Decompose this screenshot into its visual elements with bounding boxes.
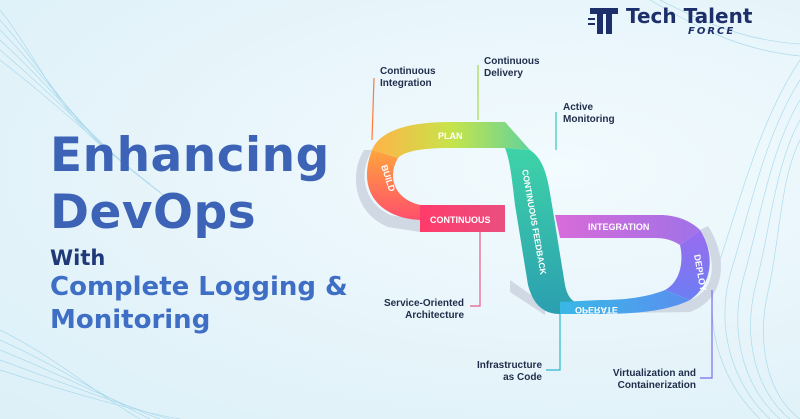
brand-name: Tech Talent — [626, 4, 753, 28]
loop-segment-operate — [560, 290, 690, 314]
loop-segment-deploy — [665, 230, 710, 300]
callout-cd-line1: Continuous — [484, 56, 540, 67]
headline-line-1: Enhancing — [50, 128, 330, 183]
tt-logo-icon — [588, 8, 618, 34]
loop-segment-continuous — [420, 205, 505, 232]
loop-segment-plan — [372, 122, 530, 158]
label-continuous: CONTINUOUS — [430, 215, 491, 225]
callout-virtualization-containerization: Virtualization and Containerization — [600, 368, 696, 392]
callout-vc-line2: Containerization — [617, 380, 696, 391]
headline-line-2: DevOps — [50, 185, 257, 240]
callout-iac-line1: Infrastructure — [476, 360, 542, 371]
headline-connector: With — [50, 246, 106, 270]
callout-ci-line2: Integration — [380, 78, 432, 89]
connector-ci — [371, 77, 375, 141]
callout-soa-line2: Architecture — [405, 310, 464, 321]
label-integration: INTEGRATION — [588, 222, 649, 232]
callout-cd-line2: Delivery — [484, 68, 523, 79]
callout-service-oriented-architecture: Service-Oriented Architecture — [378, 298, 464, 322]
loop-segment-continuous-feedback — [505, 148, 590, 314]
subheadline-line-2: Monitoring — [50, 305, 211, 335]
label-plan: PLAN — [438, 131, 463, 141]
connector-soa — [470, 232, 481, 307]
callout-iac-line2: as Code — [503, 372, 542, 383]
callout-active-monitoring: Active Monitoring — [563, 102, 615, 126]
callout-am-line2: Monitoring — [563, 114, 615, 125]
connector-vc — [700, 290, 713, 379]
callout-soa-line1: Service-Oriented — [383, 298, 464, 309]
subheadline-line-1: Complete Logging & — [50, 272, 348, 302]
label-operate: OPERATE — [575, 305, 618, 315]
callout-continuous-delivery: Continuous Delivery — [484, 56, 540, 80]
brand-subtitle: FORCE — [688, 26, 736, 37]
loop-segment-integration — [555, 215, 700, 245]
connector-iac — [546, 314, 561, 371]
callout-am-line1: Active — [563, 102, 594, 113]
callout-infrastructure-as-code: Infrastructure as Code — [476, 360, 542, 384]
callout-vc-line1: Virtualization and — [612, 368, 696, 379]
callout-continuous-integration: Continuous Integration — [380, 66, 436, 90]
loop-segment-build — [366, 150, 420, 220]
callout-ci-line1: Continuous — [380, 66, 436, 77]
brand-logo[interactable]: Tech Talent FORCE — [588, 4, 768, 42]
